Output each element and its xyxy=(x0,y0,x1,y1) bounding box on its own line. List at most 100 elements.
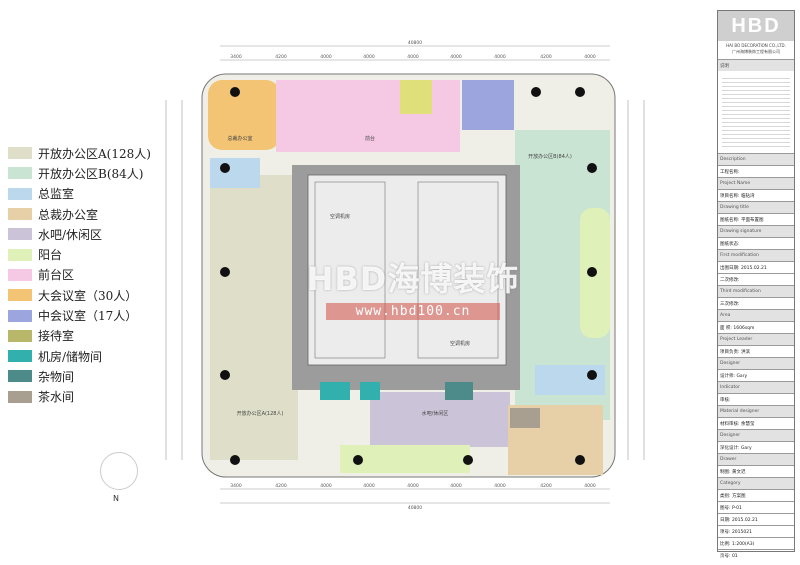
legend-swatch xyxy=(8,167,32,180)
dim-top: 4200 xyxy=(275,54,287,60)
legend-item: 机房/储物间 xyxy=(8,346,148,366)
title-block-header: Designer xyxy=(718,357,794,369)
legend-swatch xyxy=(8,268,32,281)
legend-label: 茶水间 xyxy=(38,390,75,405)
title-block-header: Designer xyxy=(718,429,794,441)
title-block-header: Indicator xyxy=(718,381,794,393)
legend-item: 水吧/休闲区 xyxy=(8,224,148,244)
room-label-president: 总裁办公室 xyxy=(227,135,252,142)
dim-total-bottom: 40800 xyxy=(408,505,422,510)
column xyxy=(575,87,585,97)
company-logo: HBD xyxy=(718,11,794,41)
dim-bottom: 4200 xyxy=(275,483,287,489)
dim-bottom: 4000 xyxy=(450,483,462,489)
title-block-header: Drawing signature xyxy=(718,225,794,237)
dim-top: 4200 xyxy=(540,54,552,60)
dim-bottom: 4000 xyxy=(320,483,332,489)
legend-label: 水吧/休闲区 xyxy=(38,227,103,242)
column xyxy=(587,163,597,173)
legend-item: 前台区 xyxy=(8,265,148,285)
title-block-field: 设计师: Gary xyxy=(718,369,794,381)
title-block-field: 页号: 01 xyxy=(718,549,794,561)
title-block-field: 类别: 方案图 xyxy=(718,489,794,501)
legend-swatch xyxy=(8,329,32,342)
dim-bottom: 4000 xyxy=(494,483,506,489)
zone-water-bar xyxy=(370,392,510,447)
dimension-lines xyxy=(165,45,645,504)
zone-reception-room xyxy=(400,80,432,114)
company-name-cn: 广州海博装饰工程有限公司 xyxy=(732,49,780,54)
title-block-header: Category xyxy=(718,477,794,489)
zone-director-office xyxy=(210,158,260,188)
dim-bottom: 4000 xyxy=(363,483,375,489)
legend-swatch xyxy=(8,187,32,200)
legend-label: 接待室 xyxy=(38,329,75,344)
floor-plan: 40800 3400 4200 4000 4000 4000 4000 4000… xyxy=(165,40,645,510)
notes-text xyxy=(722,75,790,149)
column xyxy=(230,455,240,465)
column xyxy=(220,370,230,380)
title-block-header: Material designer xyxy=(718,405,794,417)
title-block-field: 工程名称: xyxy=(718,165,794,177)
server-room xyxy=(360,382,380,400)
legend-swatch xyxy=(8,208,32,221)
title-block-field: 材料审核: 余慧莹 xyxy=(718,417,794,429)
zone-medium-meeting xyxy=(462,80,514,130)
server-room xyxy=(320,382,350,400)
legend-item: 开放办公区B(84人) xyxy=(8,163,148,183)
legend-label: 阳台 xyxy=(38,248,63,263)
legend-swatch xyxy=(8,350,32,363)
legend-swatch xyxy=(8,228,32,241)
company-name-en: HAI BO DECORATION CO.,LTD. xyxy=(726,43,786,48)
title-block-field: 图号: P-01 xyxy=(718,501,794,513)
north-indicator xyxy=(100,452,138,490)
title-block-field: 项目负责: 洪滨 xyxy=(718,345,794,357)
column xyxy=(587,370,597,380)
north-label: N xyxy=(113,494,119,503)
zone-open-office-a xyxy=(210,175,298,460)
legend: 开放办公区A(128人) 开放办公区B(84人) 总监室 总裁办公室 水吧/休闲… xyxy=(8,143,151,407)
legend-swatch xyxy=(8,370,32,383)
room-label-zone-b: 开放办公区B(84人) xyxy=(528,153,572,160)
title-block-header: Project Name xyxy=(718,177,794,189)
title-block-field: 面 积: 1606sqm xyxy=(718,321,794,333)
room-label-water-bar: 水吧/休闲区 xyxy=(422,410,449,417)
legend-label: 前台区 xyxy=(38,268,75,283)
legend-swatch xyxy=(8,248,32,261)
core-inner xyxy=(307,174,507,366)
legend-item: 总监室 xyxy=(8,184,148,204)
legend-item: 接待室 xyxy=(8,326,148,346)
core-room-right xyxy=(417,181,499,359)
column xyxy=(230,87,240,97)
title-block-field: 项目名称: 临钻湾 xyxy=(718,189,794,201)
title-block-field: 出图日期: 2015.02.21 xyxy=(718,261,794,273)
legend-label: 机房/储物间 xyxy=(38,349,103,364)
dim-top: 4000 xyxy=(363,54,375,60)
column xyxy=(587,267,597,277)
dim-bottom: 3400 xyxy=(230,483,242,489)
room-label-core-left: 空调机房 xyxy=(330,213,350,220)
dim-top: 3400 xyxy=(230,54,242,60)
title-block-field: 审核: xyxy=(718,393,794,405)
legend-item: 开放办公区A(128人) xyxy=(8,143,151,163)
storage-room xyxy=(445,382,473,400)
legend-label: 中会议室（17人） xyxy=(38,309,138,324)
legend-item: 阳台 xyxy=(8,244,148,264)
title-block-field: 日期: 2015.02.21 xyxy=(718,513,794,525)
title-block-header: Area xyxy=(718,309,794,321)
legend-swatch xyxy=(8,390,32,403)
title-block-header: Third modification xyxy=(718,285,794,297)
title-block-field: 制图: 黄文迟 xyxy=(718,465,794,477)
legend-label: 总监室 xyxy=(38,187,75,202)
legend-item: 中会议室（17人） xyxy=(8,305,148,325)
legend-item: 总裁办公室 xyxy=(8,204,148,224)
title-block-field: 比例: 1:200(A3) xyxy=(718,537,794,549)
legend-swatch xyxy=(8,289,32,302)
legend-label: 大会议室（30人） xyxy=(38,288,138,303)
column xyxy=(220,163,230,173)
dim-top: 4000 xyxy=(320,54,332,60)
room-label-reception: 前台 xyxy=(365,135,375,142)
legend-swatch xyxy=(8,309,32,322)
dim-total-top: 40800 xyxy=(408,40,422,46)
